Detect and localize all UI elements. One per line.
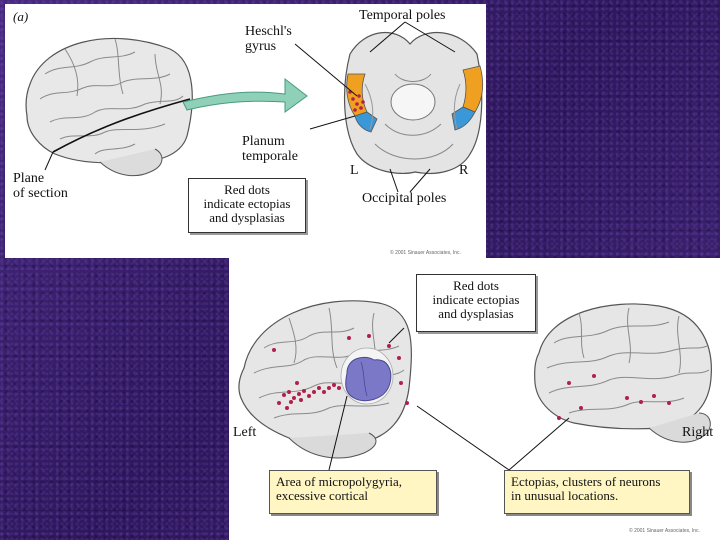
- red-dots-right: [557, 374, 671, 420]
- bottom-illustration: [238, 300, 712, 471]
- section-arrow: [182, 77, 308, 113]
- left-marker: L: [350, 163, 359, 178]
- right-marker: R: [459, 163, 469, 178]
- plane-of-section-line-1: Plane: [13, 171, 45, 186]
- legend-top-line-1: Red dots: [224, 182, 270, 197]
- bottom-leader-lines: [328, 327, 570, 471]
- occipital-poles-label: Occipital poles: [362, 191, 447, 206]
- top-panel: (a) Heschl's gyrus Temporal poles Planum…: [5, 4, 486, 258]
- right-hemisphere: [534, 303, 712, 443]
- planum-temporale-line-1: Planum: [242, 134, 285, 149]
- micropolygyria-area: [345, 356, 392, 402]
- leader-lines: [294, 21, 456, 193]
- lateral-brain-left: [25, 37, 193, 177]
- heschls-gyrus-label: Heschl's gyrus: [245, 24, 292, 54]
- legend-top-line-2: indicate ectopias: [203, 196, 291, 211]
- copyright-top: © 2001 Sinauer Associates, Inc.: [390, 250, 461, 256]
- bottom-panel: Red dots indicate ectopias and dysplasia…: [229, 258, 720, 540]
- legend-bottom-line-2: indicate ectopias: [432, 292, 520, 307]
- planum-temporale-line-2: temporale: [242, 149, 298, 164]
- left-hemisphere-label: Left: [233, 425, 257, 440]
- horizontal-section: [343, 31, 484, 175]
- left-hemisphere: [238, 300, 412, 459]
- temporal-poles-label: Temporal poles: [359, 8, 446, 23]
- plane-of-section-label: Plane of section: [13, 171, 68, 201]
- heschls-gyrus-line-2: gyrus: [245, 39, 277, 54]
- red-dots-legend-bottom: Red dots indicate ectopias and dysplasia…: [416, 274, 536, 332]
- copyright-bottom: © 2001 Sinauer Associates, Inc.: [629, 528, 700, 534]
- plane-of-section-line-2: of section: [13, 186, 68, 201]
- heschls-gyrus-line-1: Heschl's: [245, 24, 292, 39]
- planum-temporale-label: Planum temporale: [242, 134, 298, 164]
- ectopias-callout: Ectopias, clusters of neurons in unusual…: [504, 470, 690, 514]
- panel-letter: (a): [13, 9, 29, 24]
- micropolygyria-line-2: excessive cortical: [276, 488, 369, 503]
- red-dots-left: [272, 334, 409, 410]
- red-dots-legend-top: Red dots indicate ectopias and dysplasia…: [188, 178, 306, 233]
- plane-of-section-line: [52, 98, 191, 153]
- legend-bottom-line-3: and dysplasias: [438, 306, 514, 321]
- legend-top-line-3: and dysplasias: [209, 210, 285, 225]
- micropolygyria-line-1: Area of micropolygyria,: [276, 474, 402, 489]
- micropolygyria-callout: Area of micropolygyria, excessive cortic…: [269, 470, 437, 514]
- top-illustration: [25, 21, 484, 193]
- right-hemisphere-label: Right: [682, 425, 714, 440]
- ectopias-line-2: in unusual locations.: [511, 488, 619, 503]
- ectopias-line-1: Ectopias, clusters of neurons: [511, 474, 661, 489]
- legend-bottom-line-1: Red dots: [453, 278, 499, 293]
